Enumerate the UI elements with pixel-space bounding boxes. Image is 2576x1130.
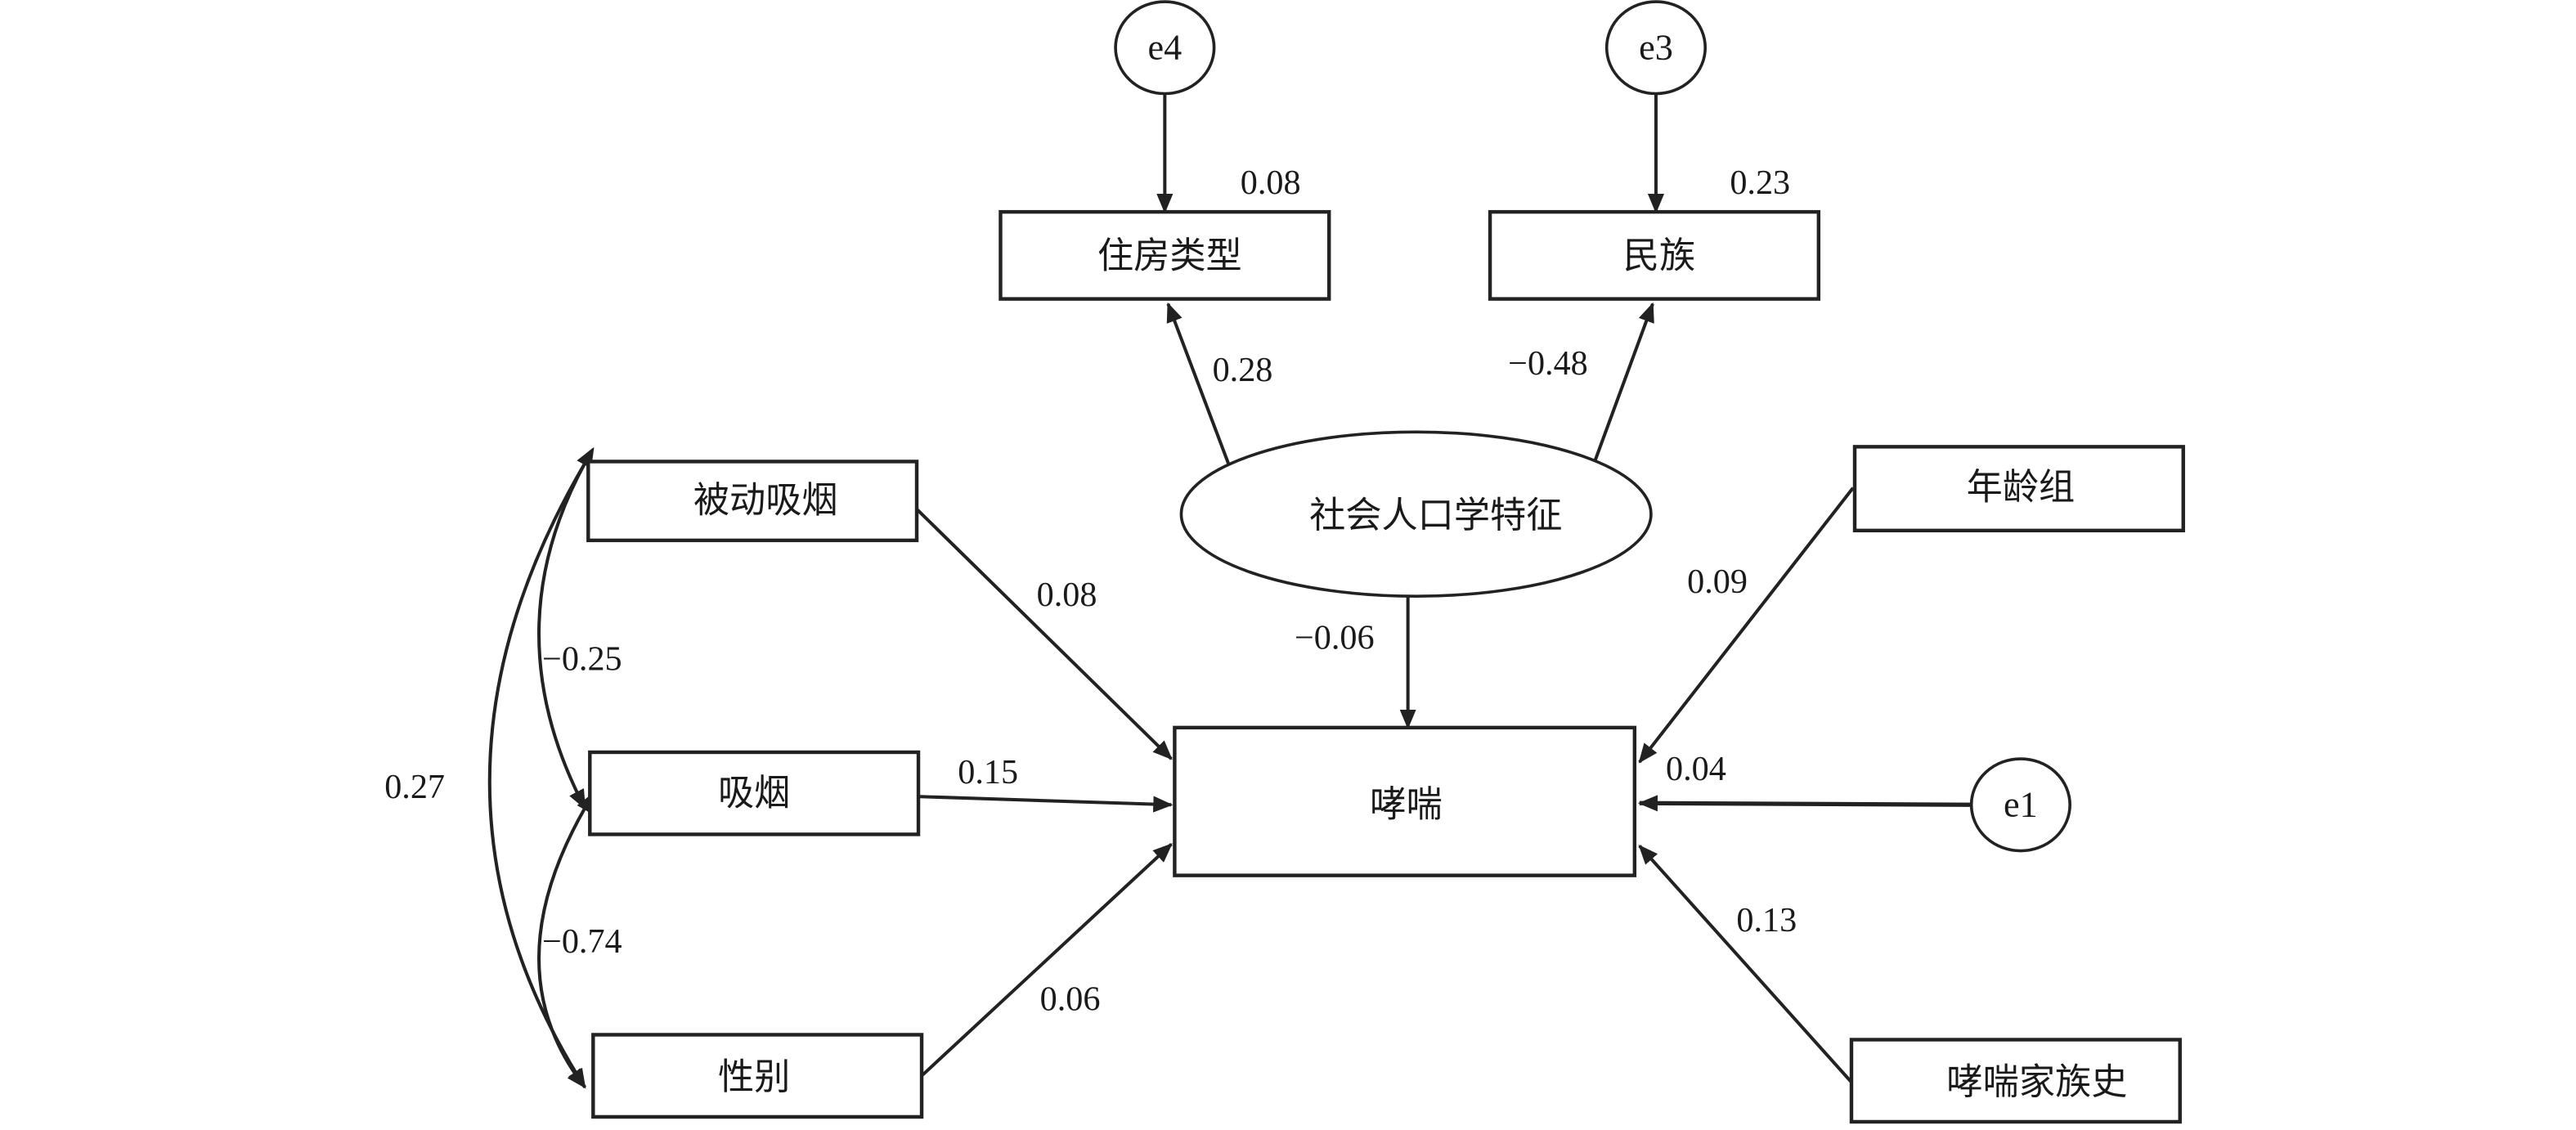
node-label-family-history: 哮喘家族史 bbox=[1947, 1062, 2128, 1102]
node-label-ethnicity: 民族 bbox=[1623, 235, 1695, 276]
node-label-e1: e1 bbox=[2004, 784, 2038, 824]
edge-label-age-wheeze: 0.09 bbox=[1687, 563, 1748, 601]
node-ethnicity: 民族 bbox=[1488, 209, 1821, 301]
node-family-history: 哮喘家族史 bbox=[1849, 1038, 2182, 1124]
node-sex: 性别 bbox=[591, 1033, 924, 1119]
edge-label-sociodemo-housing: 0.28 bbox=[1213, 351, 1273, 389]
edge-label-e1-wheeze: 0.04 bbox=[1666, 750, 1726, 788]
node-label-age-group: 年龄组 bbox=[1967, 468, 2076, 508]
cov-passive-sex bbox=[487, 447, 595, 1089]
edge-e1-wheeze bbox=[1637, 795, 1972, 812]
edge-passive-wheeze bbox=[915, 508, 1173, 760]
edge-label-sex-wheeze: 0.06 bbox=[1040, 980, 1101, 1018]
edge-label-smoking-wheeze: 0.15 bbox=[958, 753, 1018, 791]
edge-sociodemo-ethnicity bbox=[1591, 302, 1654, 466]
edge-label-family-wheeze: 0.13 bbox=[1736, 901, 1797, 939]
node-e1: e1 bbox=[1969, 757, 2071, 853]
edge-label-cov-passive-sex: 0.27 bbox=[384, 768, 445, 806]
node-age-group: 年龄组 bbox=[1852, 445, 2185, 533]
cov-passive-smoking bbox=[537, 447, 594, 810]
node-sociodemo: 社会人口学特征 bbox=[1179, 430, 1653, 598]
node-passive-smoking: 被动吸烟 bbox=[586, 460, 919, 543]
node-label-wheeze: 哮喘 bbox=[1370, 784, 1442, 824]
node-label-sociodemo: 社会人口学特征 bbox=[1309, 495, 1562, 536]
node-housing: 住房类型 bbox=[999, 209, 1331, 301]
edge-smoking-wheeze bbox=[919, 795, 1174, 813]
node-label-e3: e3 bbox=[1639, 27, 1673, 67]
node-label-housing: 住房类型 bbox=[1097, 235, 1242, 276]
node-label-sex: 性别 bbox=[718, 1057, 790, 1097]
edge-label-sociodemo-ethnicity: −0.48 bbox=[1508, 344, 1588, 383]
edge-family-wheeze bbox=[1638, 844, 1855, 1086]
edge-label-passive-wheeze: 0.08 bbox=[1037, 576, 1097, 614]
node-smoking: 吸烟 bbox=[588, 750, 921, 836]
edge-label-e4-housing: 0.08 bbox=[1241, 164, 1301, 202]
node-wheeze: 哮喘 bbox=[1173, 725, 1637, 877]
edge-label-cov-passive-smoking: −0.25 bbox=[542, 640, 622, 679]
edge-label-sociodemo-wheeze: −0.06 bbox=[1295, 618, 1375, 657]
edge-age-wheeze bbox=[1638, 487, 1855, 764]
edge-sociodemo-housing bbox=[1166, 302, 1231, 466]
edge-label-e3-ethnicity: 0.23 bbox=[1730, 164, 1790, 202]
node-label-passive-smoking: 被动吸烟 bbox=[693, 481, 838, 521]
node-label-e4: e4 bbox=[1147, 27, 1182, 67]
node-e3: e3 bbox=[1604, 0, 1708, 96]
node-label-smoking: 吸烟 bbox=[718, 773, 790, 813]
edge-sex-wheeze bbox=[920, 843, 1173, 1078]
edge-label-cov-smoking-sex: −0.74 bbox=[542, 922, 622, 961]
node-e4: e4 bbox=[1114, 0, 1216, 96]
